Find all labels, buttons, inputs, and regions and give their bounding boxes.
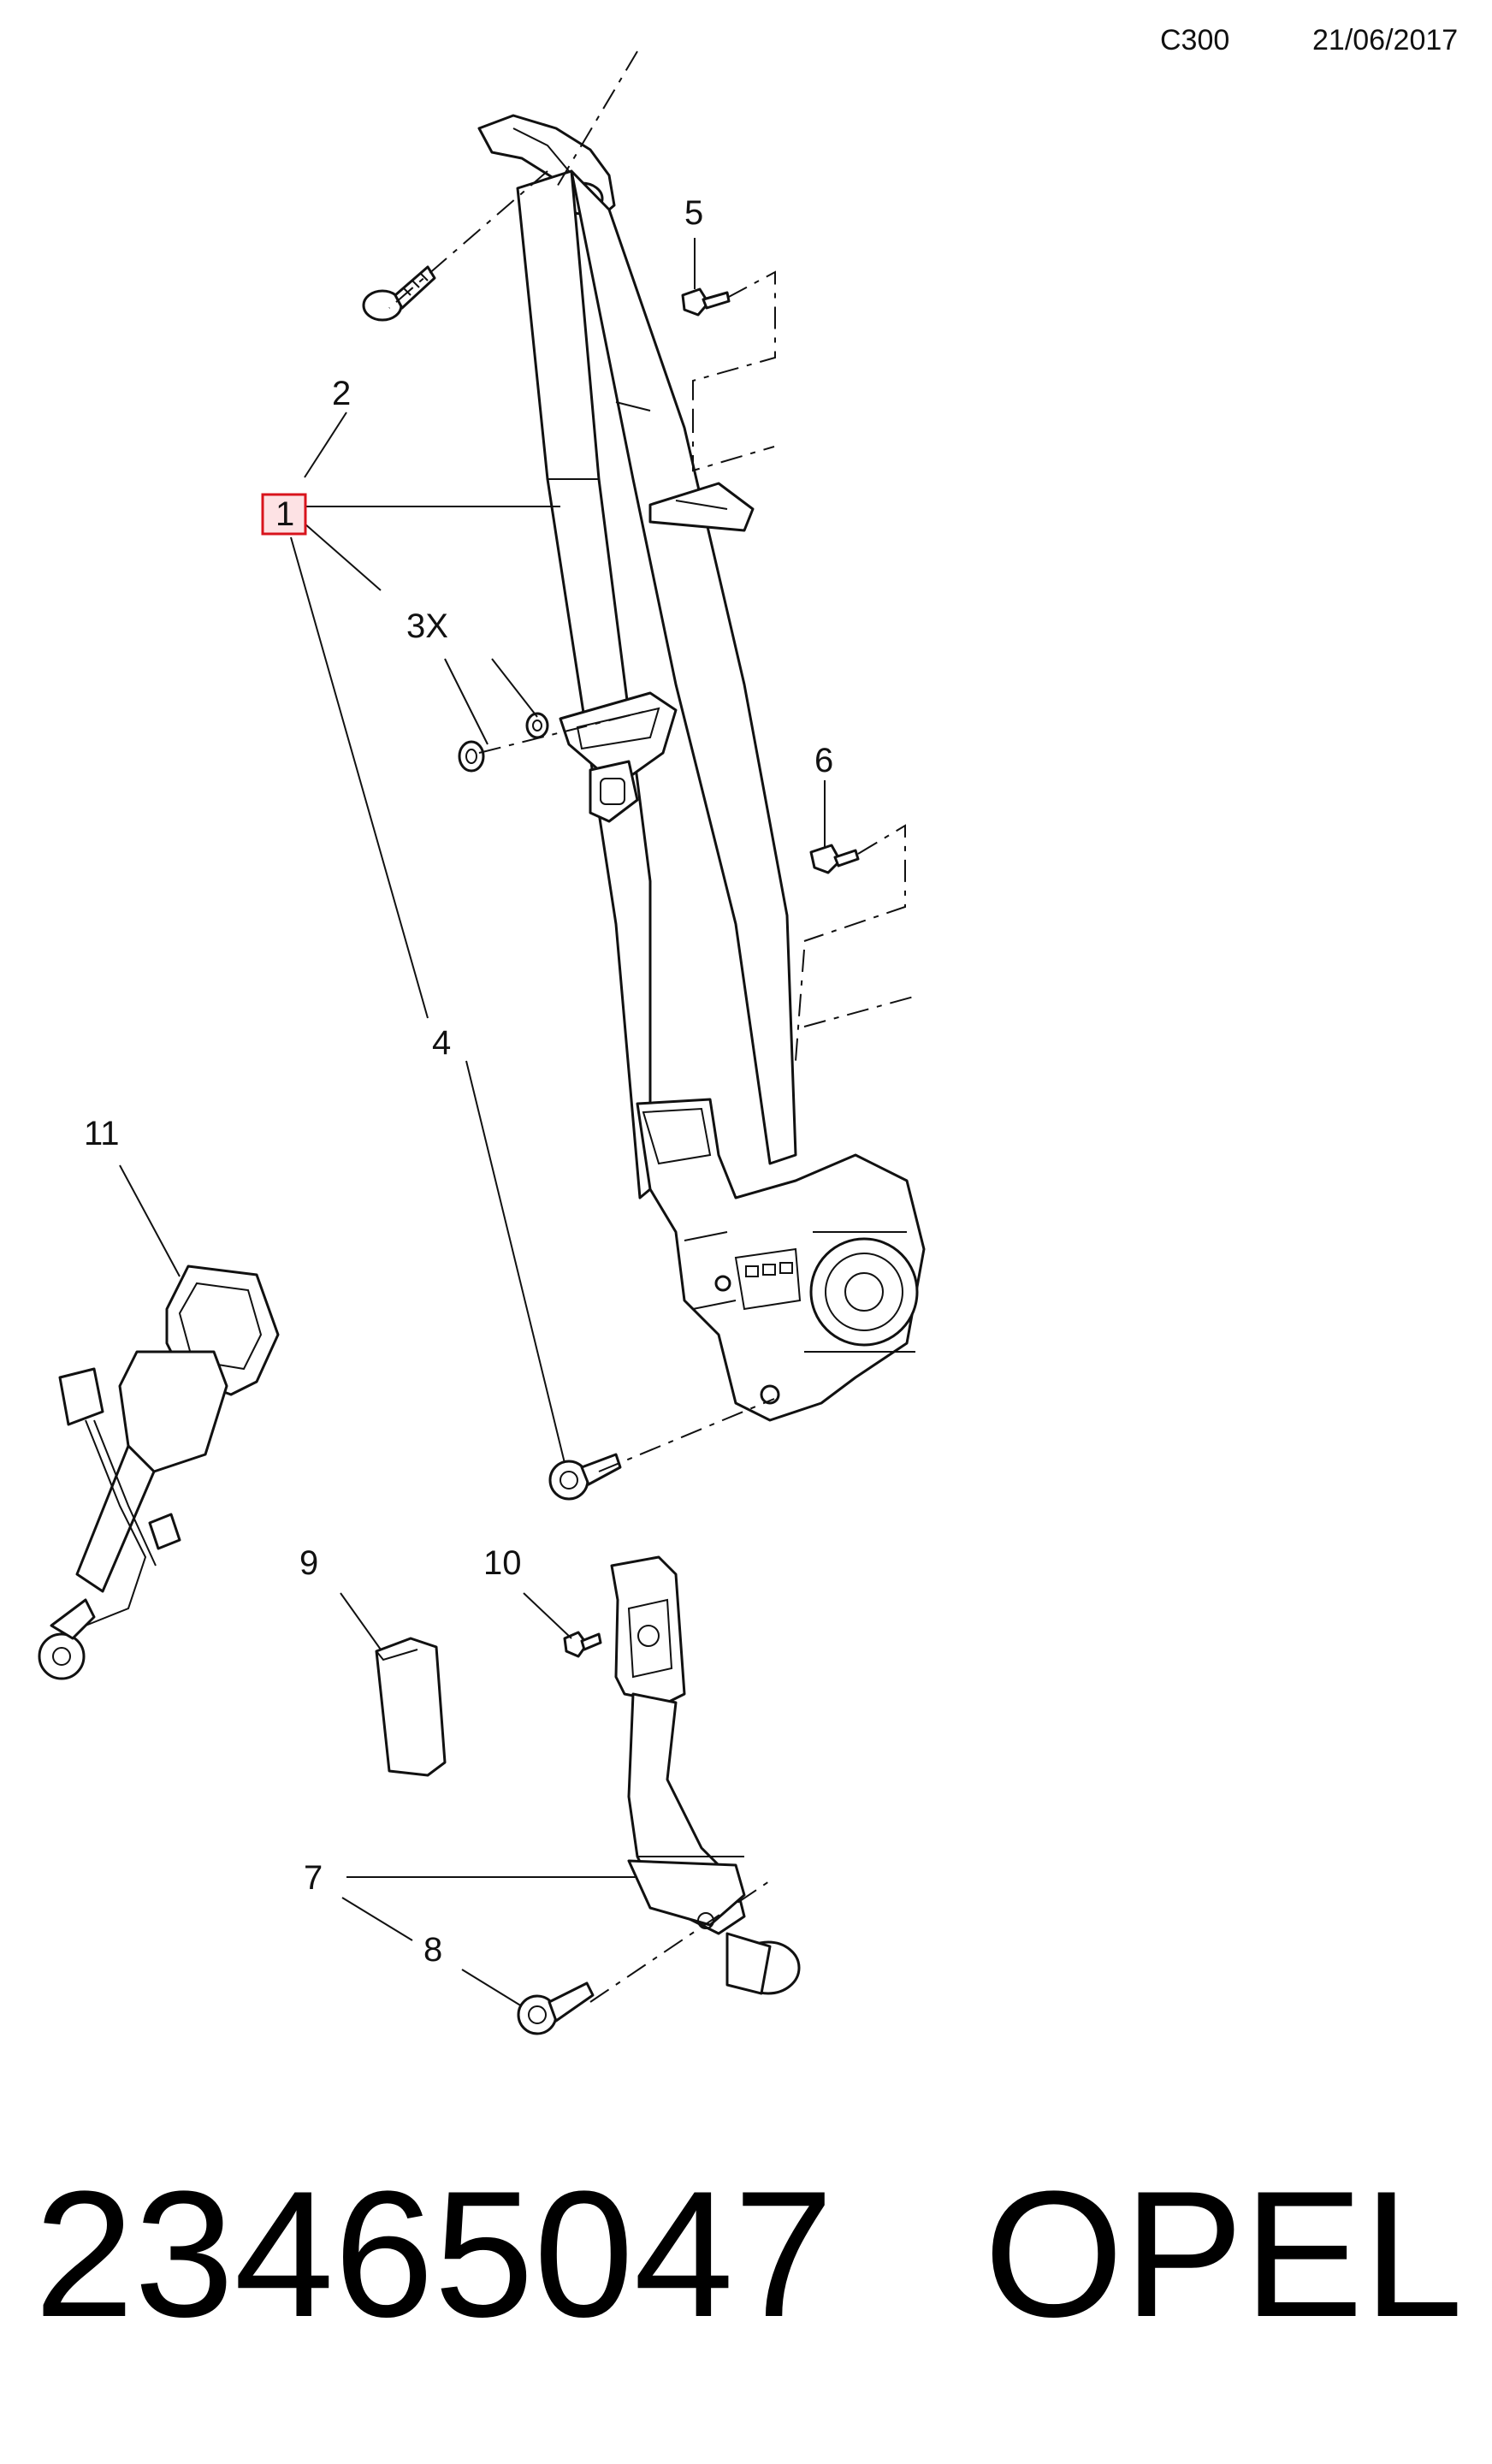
brand-name: OPEL [984, 2153, 1464, 2354]
bolt-2 [362, 265, 436, 322]
callout-2: 2 [332, 375, 351, 412]
header-date: 21/06/2017 [1312, 24, 1459, 56]
washers-3x [458, 712, 549, 773]
cover-9 [375, 1637, 447, 1777]
header-code: C300 [1160, 24, 1230, 56]
callout-5: 5 [684, 194, 703, 232]
bolt-10 [563, 1631, 602, 1658]
callout-7: 7 [304, 1859, 323, 1897]
mounting-axes [388, 50, 915, 2003]
callout-11: 11 [84, 1115, 120, 1152]
callout-3x: 3X [406, 607, 448, 645]
callout-10: 10 [483, 1544, 522, 1582]
part-number: 23465047 [34, 2153, 834, 2354]
bolt-4 [548, 1453, 622, 1501]
seat-belt-exploded-diagram: 1 2 3X 4 5 6 7 8 9 10 11 [38, 50, 926, 2035]
seat-belt-assembly [477, 114, 926, 1422]
anchor-7 [610, 1555, 801, 1995]
callout-6: 6 [814, 742, 833, 779]
callout-9: 9 [299, 1544, 318, 1582]
callout-1: 1 [275, 495, 294, 533]
bolt-5 [681, 287, 731, 317]
bolt-8 [517, 1981, 595, 2035]
buckle-11 [38, 1265, 280, 1680]
callout-8: 8 [423, 1931, 442, 1969]
leader-lines [119, 238, 826, 2007]
callout-1-highlight [261, 493, 307, 536]
callout-4: 4 [432, 1024, 451, 1062]
bolt-6 [809, 844, 860, 874]
